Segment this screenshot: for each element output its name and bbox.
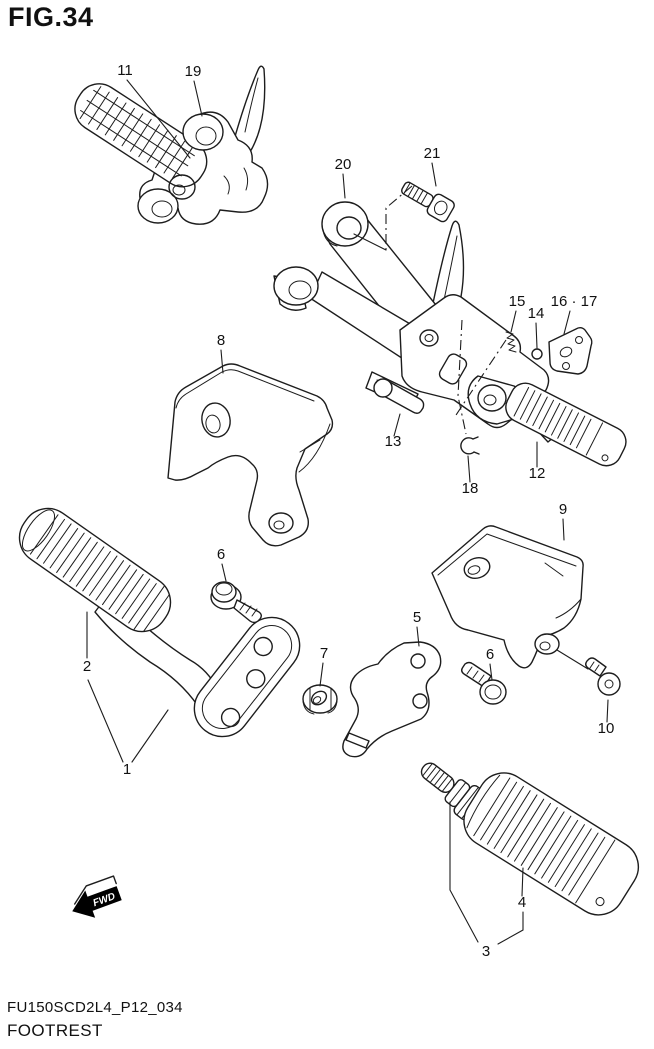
mount-plate (193, 616, 301, 738)
part-11-footrest-rubber (74, 83, 208, 188)
part-14-ball (531, 348, 543, 360)
part-20-bushing (321, 201, 369, 247)
part-16-17-stopper-plate (548, 327, 593, 375)
leader-lines (86, 79, 609, 945)
fwd-direction-badge: FWD (72, 875, 122, 918)
callout-10: 10 (598, 720, 615, 737)
callout-8: 8 (217, 332, 225, 349)
callout-11: 11 (117, 62, 133, 79)
part-7-nut (302, 684, 338, 715)
callout-1: 1 (123, 761, 131, 778)
axis-dash-lines (353, 185, 507, 435)
callout-18: 18 (462, 480, 479, 497)
part-13-pivot-pin (373, 378, 425, 414)
part-12-pillion-footrest (467, 375, 627, 467)
callout-6-rear: 6 (486, 646, 494, 663)
part-6-rear-bolt (461, 661, 507, 705)
part-5-bracket (342, 641, 442, 758)
callout-15: 15 (509, 293, 526, 310)
callout-12: 12 (529, 465, 546, 482)
part-18-e-clip (460, 436, 480, 455)
page-title: FOOTREST (7, 1021, 103, 1040)
front-footrest-3-4 (420, 762, 640, 916)
part-19-rollers (137, 113, 224, 224)
front-footrest-assembly (18, 507, 301, 738)
callout-20: 20 (335, 156, 352, 173)
callout-13: 13 (385, 433, 402, 450)
part-4-footrest-rubber (463, 772, 640, 916)
part-6-front-bolt (210, 581, 262, 624)
callout-19: 19 (185, 63, 202, 80)
part-15-spring (505, 331, 517, 353)
threaded-stud (420, 762, 486, 821)
figure-title: FIG.34 (8, 2, 94, 32)
part-10-screw (585, 657, 621, 696)
callout-9: 9 (559, 501, 567, 518)
callout-3: 3 (482, 943, 490, 960)
callout-21: 21 (424, 145, 441, 162)
part-8-footrest-bracket (167, 363, 334, 547)
callout-7: 7 (320, 645, 328, 662)
fwd-arrow-icon (72, 886, 122, 918)
part-2-footrest-rubber (18, 507, 172, 633)
callout-2: 2 (83, 658, 91, 675)
callout-5: 5 (413, 609, 421, 626)
callout-16-17: 16 · 17 (551, 293, 598, 310)
callout-6-front: 6 (217, 546, 225, 563)
part-21-bolt (401, 181, 455, 223)
callout-14: 14 (528, 305, 545, 322)
part-9-footrest-bracket (431, 525, 589, 670)
callout-labels: 11 19 20 21 8 15 14 16 · 17 13 12 18 6 9… (83, 62, 615, 960)
figure-footer: FU150SCD2L4_P12_034 FOOTREST (7, 999, 183, 1041)
callout-4: 4 (518, 894, 526, 911)
part-code: FU150SCD2L4_P12_034 (7, 999, 183, 1016)
